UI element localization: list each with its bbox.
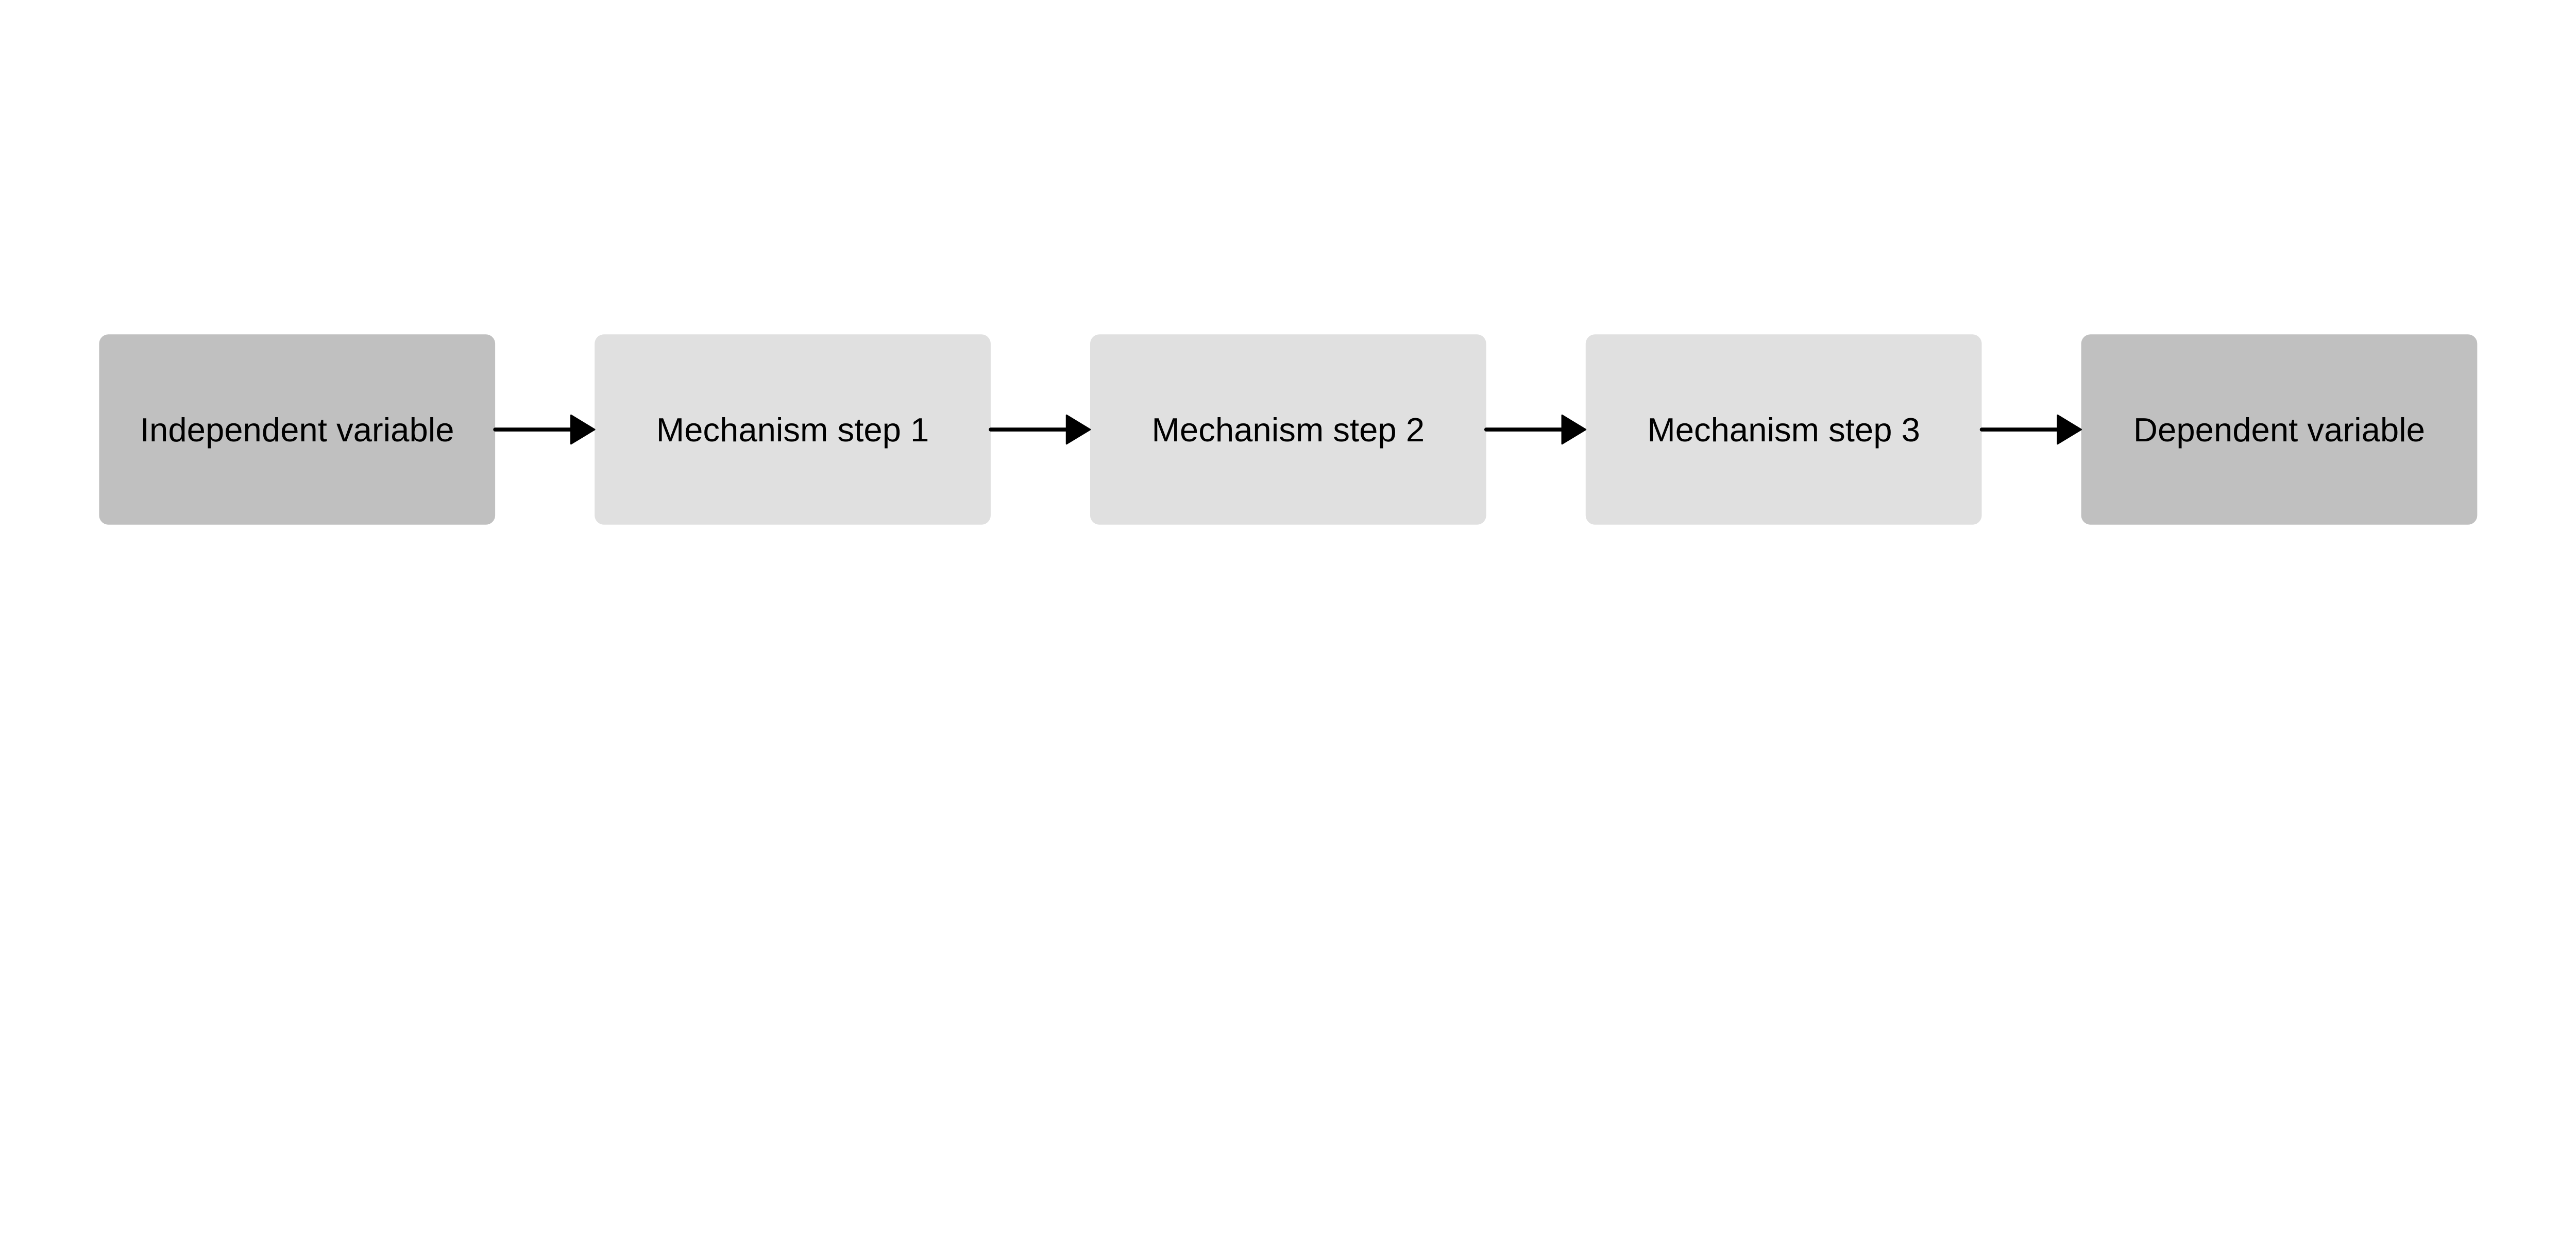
node-box	[2081, 334, 2478, 525]
arrow-iv-to-m1	[493, 414, 596, 445]
node-box	[1585, 334, 1982, 525]
arrow-m3-to-dv	[1979, 414, 2082, 445]
arrowhead-icon	[2057, 414, 2082, 445]
node-iv: Independent variable	[99, 334, 496, 525]
arrowhead-icon	[570, 414, 596, 445]
node-box	[1090, 334, 1486, 525]
node-box	[595, 334, 991, 525]
node-label: Mechanism step 2	[1152, 411, 1425, 449]
arrowhead-icon	[1065, 414, 1091, 445]
node-label: Mechanism step 3	[1647, 411, 1920, 449]
node-label: Independent variable	[140, 411, 454, 449]
node-m1: Mechanism step 1	[595, 334, 991, 525]
node-label: Dependent variable	[2133, 411, 2425, 449]
node-m3: Mechanism step 3	[1585, 334, 1982, 525]
node-box	[99, 334, 496, 525]
node-dv: Dependent variable	[2081, 334, 2478, 525]
mediation-flow-diagram: Independent variable Mechanism step 1 Mech…	[99, 334, 2478, 525]
node-m2: Mechanism step 2	[1090, 334, 1486, 525]
arrow-m2-to-m3	[1484, 414, 1587, 445]
node-label: Mechanism step 1	[656, 411, 929, 449]
arrowhead-icon	[1561, 414, 1587, 445]
arrow-m1-to-m2	[989, 414, 1091, 445]
